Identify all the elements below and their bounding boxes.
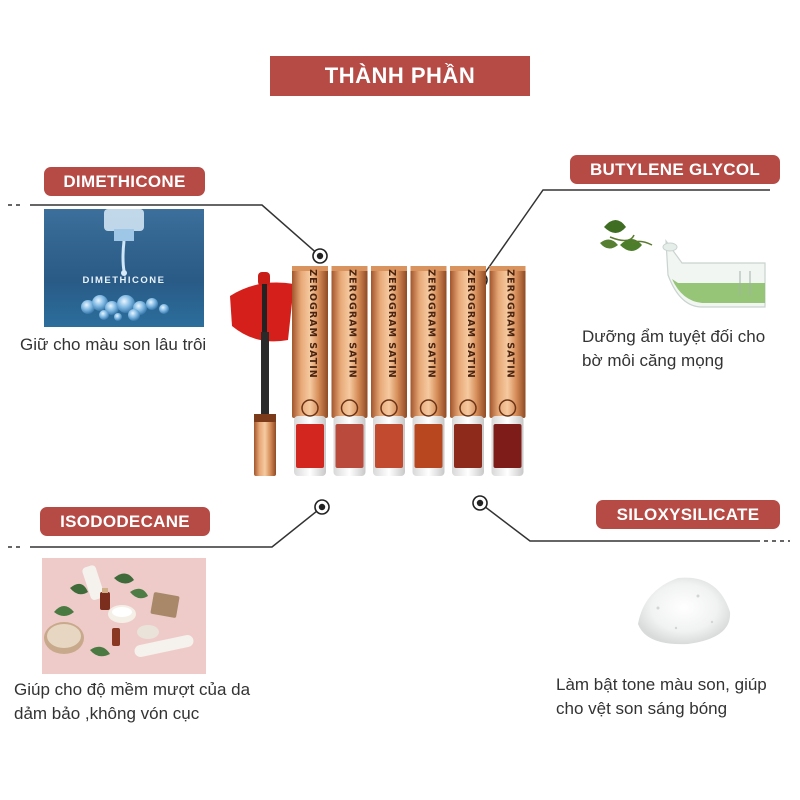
connector-dot: [472, 495, 488, 511]
butylene-glycol-description: Dưỡng ẩm tuyệt đối cho bờ môi căng mọng: [582, 327, 766, 370]
brand-text: ZEROGRAM SATIN: [386, 269, 397, 378]
brand-text: ZEROGRAM SATIN: [465, 269, 476, 378]
ingredient-label-dimethicone: DIMETHICONE: [44, 167, 205, 196]
ingredient-label-siloxysilicate: SILOXYSILICATE: [596, 500, 780, 529]
lipstick-tube: ZEROGRAM SATIN: [450, 266, 486, 476]
section-title: THÀNH PHẦN: [270, 56, 530, 96]
dimethicone-description: Giữ cho màu son lâu trôi: [20, 335, 207, 354]
ingredient-label-butylene-glycol: BUTYLENE GLYCOL: [570, 155, 780, 184]
lipstick-tube: ZEROGRAM SATIN: [489, 266, 526, 476]
ingredient-label-isododecane: ISODODECANE: [40, 507, 210, 536]
connector-dot: [314, 499, 330, 515]
isododecane-image: [42, 558, 206, 674]
lipstick-tube: ZEROGRAM SATIN: [292, 266, 328, 476]
lipstick-tube: ZEROGRAM SATIN: [410, 266, 447, 476]
brand-text: ZEROGRAM SATIN: [505, 269, 516, 378]
siloxysilicate-image: [628, 566, 738, 650]
brand-text: ZEROGRAM SATIN: [426, 269, 437, 378]
lipstick-tube: ZEROGRAM SATIN: [331, 266, 368, 476]
lipstick-tube: ZEROGRAM SATIN: [371, 266, 407, 476]
lipstick-product-image: ZEROGRAM SATIN ZEROGRAM SATIN ZEROGRAM SAT…: [228, 266, 532, 482]
brand-text: ZEROGRAM SATIN: [307, 269, 318, 378]
connector-dot: [312, 248, 328, 264]
dimethicone-image: DIMETHICONE: [44, 209, 204, 327]
brand-text: ZEROGRAM SATIN: [347, 269, 358, 378]
isododecane-description: Giúp cho độ mềm mượt của da dảm bảo ,khô…: [14, 680, 251, 723]
dimethicone-image-label: DIMETHICONE: [82, 275, 166, 286]
siloxysilicate-description: Làm bật tone màu son, giúp cho vệt son s…: [556, 675, 767, 718]
butylene-glycol-image: [590, 205, 770, 315]
